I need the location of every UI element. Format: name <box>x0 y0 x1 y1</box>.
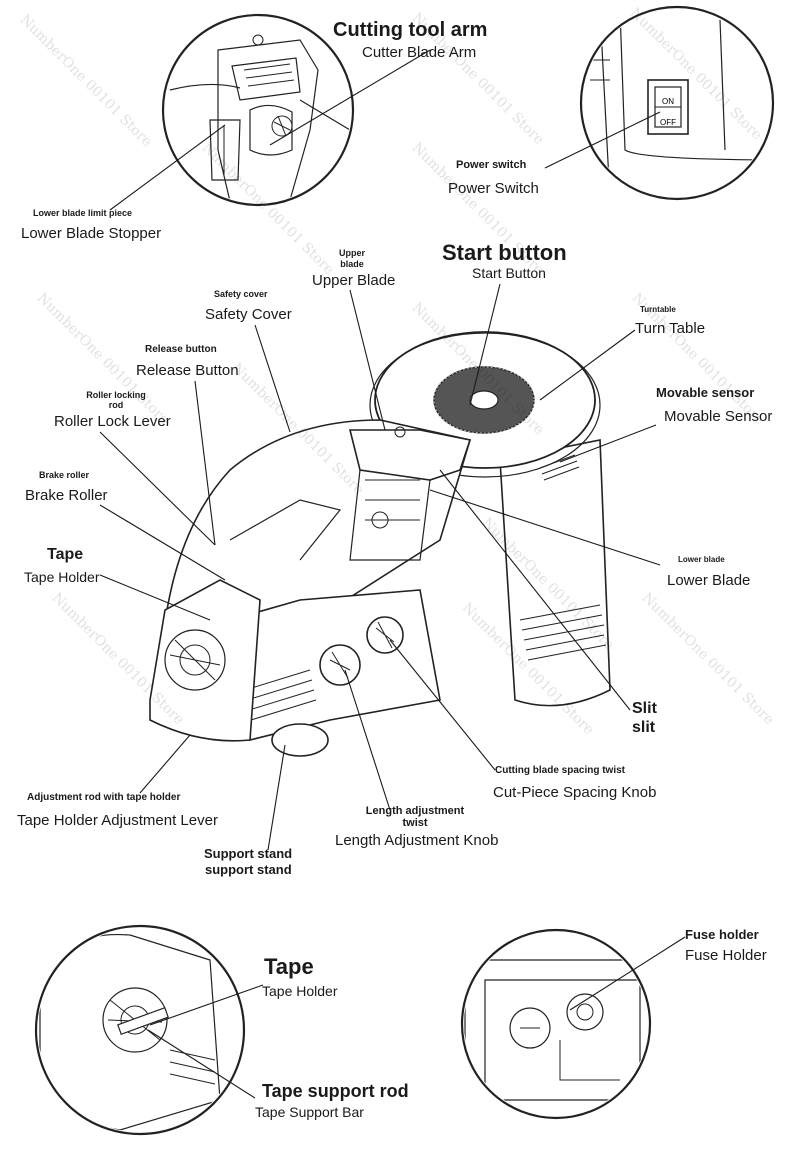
label-length-adjustment-knob: Length Adjustment Knob <box>335 832 499 849</box>
label-lower-blade-stopper: Lower Blade Stopper <box>21 225 162 242</box>
label-start-button: Start Button <box>472 265 546 281</box>
label-slit-1: Slit <box>632 700 657 717</box>
label-upper-blade: Upper Blade <box>312 272 396 289</box>
detail-circle-power-switch: ON OFF <box>579 5 775 201</box>
label-turntable-en: Turntable <box>640 305 676 314</box>
label-upper-blade-small-2: blade <box>340 259 364 269</box>
label-support-stand-1: Support stand <box>204 846 293 861</box>
label-roller-locking-rod-1: Roller locking <box>86 390 146 400</box>
label-tape-holder-2: Tape Holder <box>262 983 338 999</box>
label-brake-roller-en: Brake roller <box>39 470 90 480</box>
label-tape-holder: Tape Holder <box>24 569 100 585</box>
label-adjustment-rod-with-tape-holder: Adjustment rod with tape holder <box>27 792 181 803</box>
switch-off-text: OFF <box>660 118 676 127</box>
label-brake-roller: Brake Roller <box>25 487 108 504</box>
label-slit-2: slit <box>632 719 656 736</box>
label-length-adjustment-twist-1: Length adjustment <box>365 805 465 817</box>
label-length-adjustment-twist-2: twist <box>402 817 428 829</box>
label-power-switch: Power Switch <box>448 180 539 197</box>
label-power-switch-en: Power switch <box>456 159 527 171</box>
label-roller-lock-lever: Roller Lock Lever <box>54 413 171 430</box>
label-tape-en-2: Tape <box>264 954 314 979</box>
label-fuse-holder-en: Fuse holder <box>685 927 759 942</box>
label-support-stand-2: support stand <box>205 862 292 877</box>
label-tape-support-rod: Tape support rod <box>262 1081 409 1101</box>
switch-on-text: ON <box>662 97 674 106</box>
label-safety-cover-en: Safety cover <box>214 289 268 299</box>
leader-lines <box>99 49 686 1099</box>
label-cutter-blade-arm: Cutter Blade Arm <box>362 44 477 61</box>
label-lower-blade-limit-piece: Lower blade limit piece <box>33 208 133 218</box>
label-roller-locking-rod-2: rod <box>108 400 124 410</box>
detail-circle-fuse-holder <box>460 928 652 1120</box>
label-upper-blade-small-1: Upper <box>338 248 365 258</box>
machine-body <box>149 331 611 757</box>
label-tape-en: Tape <box>47 546 84 563</box>
detail-circle-tape-holder <box>34 924 246 1136</box>
label-start-button-en: Start button <box>442 240 567 265</box>
label-movable-sensor-en: Movable sensor <box>656 385 755 400</box>
label-safety-cover: Safety Cover <box>205 306 292 323</box>
label-cut-piece-spacing-knob: Cut-Piece Spacing Knob <box>493 784 657 801</box>
label-tape-holder-adjustment-lever: Tape Holder Adjustment Lever <box>17 812 218 829</box>
label-lower-blade: Lower Blade <box>667 572 751 589</box>
label-movable-sensor: Movable Sensor <box>664 408 773 425</box>
label-cutting-blade-spacing-twist: Cutting blade spacing twist <box>495 765 626 776</box>
label-lower-blade-en: Lower blade <box>678 555 725 564</box>
label-release-button-en: Release button <box>145 344 217 355</box>
label-turn-table: Turn Table <box>635 320 706 337</box>
label-tape-support-bar: Tape Support Bar <box>255 1104 364 1120</box>
label-release-button: Release Button <box>136 362 239 379</box>
label-fuse-holder: Fuse Holder <box>685 947 767 964</box>
label-cutting-tool-arm: Cutting tool arm <box>333 19 488 41</box>
